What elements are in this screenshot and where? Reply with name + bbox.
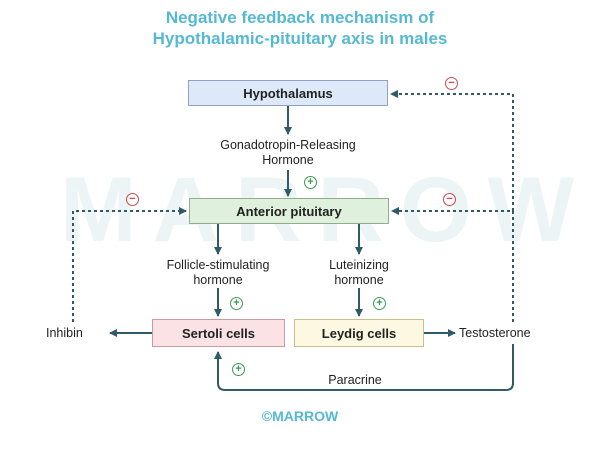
fsh-label-line1: Follicle-stimulating: [166, 258, 270, 272]
feedback-testosterone-to-hypothalamus: [390, 90, 514, 211]
diagram-title-line2: Hypothalamic-pituitary axis in males: [152, 29, 448, 48]
arrow-paracrine: [214, 344, 514, 391]
feedback-inhibin-to-pituitary: [72, 207, 187, 322]
paracrine-label: Paracrine: [328, 373, 382, 387]
inhibition-sign-testosterone-pituitary: −: [443, 193, 456, 206]
lh-label-line2: hormone: [334, 273, 384, 287]
stimulation-sign-gnrh: +: [304, 176, 317, 189]
hypothalamus-box: Hypothalamus: [188, 80, 388, 106]
stimulation-sign-fsh: +: [230, 297, 243, 310]
sertoli-cells-box: Sertoli cells: [152, 319, 285, 347]
footer-copyright: ©MARROW: [261, 408, 339, 424]
gnrh-label-line2: Hormone: [262, 153, 314, 167]
lh-label-line1: Luteinizing: [329, 258, 389, 272]
fsh-label-line2: hormone: [193, 273, 243, 287]
gnrh-label-line1: Gonadotropin-Releasing: [220, 138, 356, 152]
inhibin-label: Inhibin: [46, 326, 83, 340]
diagram-title-line1: Negative feedback mechanism of: [165, 8, 435, 27]
inhibition-sign-inhibin: −: [126, 193, 139, 206]
leydig-cells-box: Leydig cells: [294, 319, 424, 347]
stimulation-sign-lh: +: [373, 297, 386, 310]
testosterone-label: Testosterone: [459, 326, 531, 340]
inhibition-sign-testosterone-hypothalamus: −: [445, 77, 458, 90]
anterior-pituitary-box: Anterior pituitary: [189, 198, 389, 224]
stimulation-sign-paracrine: +: [232, 363, 245, 376]
